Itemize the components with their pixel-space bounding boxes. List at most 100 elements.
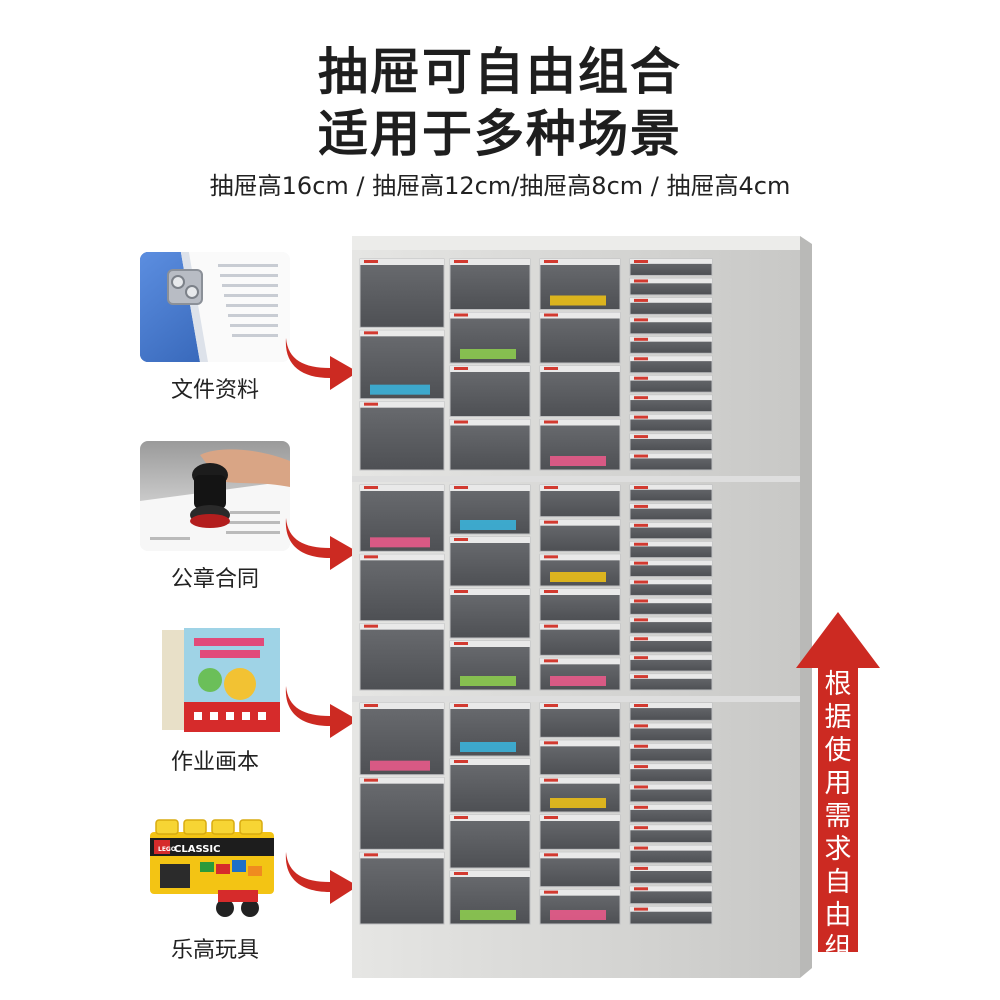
drawer-rim bbox=[360, 259, 444, 265]
shelf-divider bbox=[352, 696, 800, 702]
drawer-handle bbox=[634, 675, 648, 679]
drawer bbox=[359, 553, 445, 622]
drawer-rim bbox=[540, 259, 620, 265]
headline-line-1: 抽屉可自由组合 bbox=[318, 43, 682, 101]
drawer-rim bbox=[360, 330, 444, 337]
drawer-rim bbox=[630, 375, 712, 381]
drawer-rim bbox=[630, 414, 712, 420]
drawer-handle bbox=[364, 486, 378, 489]
drawer-rim bbox=[450, 815, 530, 821]
drawer-handle bbox=[634, 704, 648, 707]
drawer-rim bbox=[630, 617, 712, 623]
drawer-cabinet-illustration bbox=[352, 236, 812, 978]
drawer-handle bbox=[454, 367, 468, 370]
drawer-rim bbox=[450, 589, 530, 595]
drawer-rim bbox=[630, 522, 712, 528]
scene-lego: LEGO CLASSIC 乐高玩具 bbox=[140, 812, 290, 964]
official-seal-icon bbox=[140, 441, 290, 551]
drawer-handle bbox=[364, 624, 378, 628]
drawer-rim bbox=[630, 434, 712, 439]
drawer-handle bbox=[634, 785, 648, 789]
drawer-content bbox=[460, 676, 516, 686]
drawer-handle bbox=[544, 741, 558, 745]
drawer bbox=[359, 777, 445, 850]
drawer-handle bbox=[634, 260, 648, 263]
drawer-rim bbox=[540, 312, 620, 319]
pointer-arrow-icon bbox=[285, 686, 358, 738]
drawer-handle bbox=[454, 486, 468, 489]
drawer-rim bbox=[360, 703, 444, 709]
scene-label: 公章合同 bbox=[170, 567, 259, 592]
drawer-handle bbox=[634, 337, 648, 341]
drawer bbox=[359, 258, 445, 328]
drawer-handle bbox=[364, 704, 378, 707]
drawer bbox=[449, 758, 531, 813]
drawer-rim bbox=[450, 312, 530, 319]
drawer-rim bbox=[540, 703, 620, 709]
drawer-rim bbox=[630, 723, 712, 729]
drawer bbox=[359, 401, 445, 471]
drawer bbox=[539, 312, 621, 364]
drawer-handle bbox=[454, 260, 468, 263]
drawer-rim bbox=[540, 485, 620, 491]
drawer-rim bbox=[630, 906, 712, 912]
drawer bbox=[359, 851, 445, 925]
drawer-handle bbox=[634, 805, 648, 809]
free-combination-banner: 根据使用需求自由组合 bbox=[824, 669, 852, 997]
drawer-handle bbox=[544, 313, 558, 317]
scene-label: 文件资料 bbox=[170, 378, 259, 403]
drawer-rim bbox=[630, 804, 712, 810]
drawer-handle bbox=[364, 555, 378, 559]
drawer-handle bbox=[634, 298, 648, 302]
drawer-handle bbox=[454, 538, 468, 541]
drawer-rim bbox=[630, 259, 712, 264]
drawer-handle bbox=[634, 907, 648, 911]
drawer-rim bbox=[540, 554, 620, 561]
drawer bbox=[449, 814, 531, 869]
drawer-handle bbox=[634, 396, 648, 400]
drawer-handle bbox=[634, 765, 648, 769]
drawer-content bbox=[460, 910, 516, 920]
drawer-handle bbox=[544, 853, 558, 857]
drawer-rim bbox=[540, 623, 620, 630]
drawer-handle bbox=[634, 376, 648, 380]
drawer-handle bbox=[544, 890, 558, 894]
drawer bbox=[539, 365, 621, 417]
drawer-rim bbox=[540, 366, 620, 372]
drawer-rim bbox=[450, 703, 530, 709]
drawer-rim bbox=[630, 395, 712, 401]
pointer-arrow-icon bbox=[285, 518, 358, 570]
drawer-handle bbox=[634, 504, 648, 508]
drawer-handle bbox=[544, 555, 558, 559]
drawer-handle bbox=[634, 724, 648, 728]
drawer-rim bbox=[450, 759, 530, 765]
drawer-handle bbox=[544, 624, 558, 628]
drawer-handle bbox=[364, 778, 378, 782]
drawer-rim bbox=[630, 703, 712, 709]
drawer-handle bbox=[544, 778, 558, 782]
vertical-arrow-icon bbox=[796, 612, 880, 952]
drawer-rim bbox=[630, 297, 712, 303]
drawer-rim bbox=[630, 278, 712, 284]
scene-picture-books: 作业画本 bbox=[140, 624, 290, 776]
drawer-handle bbox=[454, 313, 468, 317]
drawer-handle bbox=[454, 642, 468, 645]
drawer-rim bbox=[450, 366, 530, 372]
drawer bbox=[449, 365, 531, 417]
drawer-handle bbox=[544, 590, 558, 593]
lego-series: CLASSIC bbox=[174, 844, 220, 855]
drawer-handle bbox=[634, 415, 648, 419]
drawer-handle bbox=[634, 599, 648, 603]
drawer-rim bbox=[540, 589, 620, 595]
drawer-rim bbox=[630, 598, 712, 604]
drawer-handle bbox=[454, 872, 468, 875]
drawer-handle bbox=[454, 590, 468, 593]
drawer-handle bbox=[544, 260, 558, 263]
drawer-content bbox=[550, 910, 606, 920]
drawer-handle bbox=[634, 826, 648, 830]
drawer-handle bbox=[544, 704, 558, 707]
drawer-handle bbox=[634, 866, 648, 870]
drawer-rim bbox=[450, 485, 530, 491]
drawer-rim bbox=[540, 815, 620, 821]
drawer-handle bbox=[364, 260, 378, 263]
